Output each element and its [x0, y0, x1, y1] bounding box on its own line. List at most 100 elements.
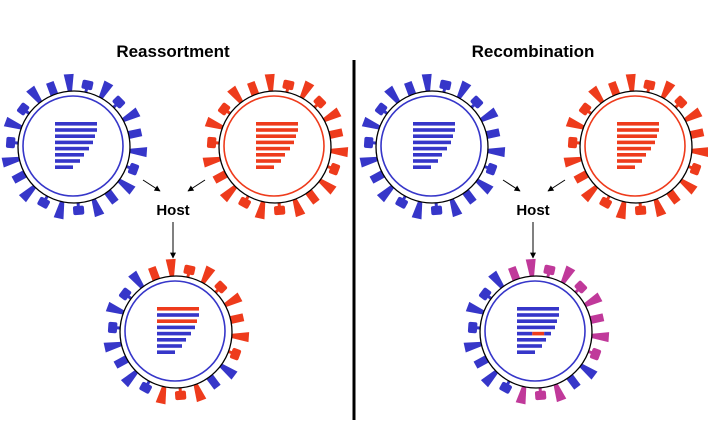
spike	[192, 380, 207, 403]
reassortment-parent-blue	[1, 73, 148, 220]
spike	[90, 195, 105, 218]
spike	[488, 270, 506, 292]
genome-segment	[617, 122, 659, 126]
genome-segment	[256, 134, 296, 138]
spike	[455, 80, 472, 103]
spike	[26, 85, 44, 107]
spike	[219, 182, 240, 203]
genome-segment	[55, 146, 89, 151]
genome-segment	[413, 122, 455, 126]
spike	[576, 361, 598, 380]
recombination-title: Recombination	[472, 42, 595, 61]
spike	[97, 80, 114, 103]
spike	[254, 197, 266, 220]
genome-segment	[55, 159, 80, 163]
genome-segment	[256, 146, 290, 151]
spike	[359, 156, 382, 168]
spike	[155, 382, 167, 405]
spike	[552, 380, 567, 403]
genome-segment	[413, 159, 438, 163]
genome-segment	[617, 134, 657, 138]
envelope-inner	[380, 95, 482, 197]
spike	[483, 147, 506, 158]
genome-segment	[517, 344, 542, 348]
spike	[652, 195, 667, 218]
spike	[326, 147, 349, 158]
genome-segment	[256, 128, 298, 132]
envelope-inner	[223, 95, 325, 197]
spike	[463, 341, 486, 353]
spike	[659, 80, 676, 103]
spike	[3, 116, 26, 131]
genome-segment	[617, 153, 646, 157]
genome-segment	[55, 122, 97, 126]
genome-segment	[157, 331, 191, 336]
virions	[1, 73, 708, 405]
recombination-parent-blue	[359, 73, 506, 220]
genome-segment	[55, 140, 93, 145]
recombination-arrows	[502, 179, 566, 259]
genome-segment	[55, 153, 84, 157]
genome-segment	[517, 338, 546, 342]
spike	[476, 107, 499, 124]
envelope-inner	[484, 280, 586, 382]
spike	[1, 156, 24, 168]
arrow-blue-to-host	[142, 179, 161, 192]
reassortment-progeny	[103, 258, 250, 405]
genome-segment	[617, 140, 655, 145]
genome-segment	[517, 319, 557, 323]
spike	[472, 176, 494, 195]
genome-segment	[256, 159, 281, 163]
spike	[676, 176, 698, 195]
spike	[361, 116, 384, 131]
spike	[216, 361, 238, 380]
spike	[264, 73, 275, 96]
genome-segment	[617, 146, 651, 151]
genome-segment	[413, 146, 447, 151]
spike	[687, 147, 708, 158]
genome-segment	[55, 165, 73, 169]
spike	[165, 258, 176, 281]
genome-segment	[157, 350, 175, 354]
spike	[128, 270, 146, 292]
spike	[588, 85, 606, 107]
arrow-red-to-host	[187, 179, 206, 192]
genome-segment	[517, 307, 559, 311]
genome-segment	[256, 153, 285, 157]
genome-segment	[256, 140, 294, 145]
arrow-red-to-host	[547, 179, 566, 192]
spike	[615, 197, 627, 220]
recombination-progeny	[463, 258, 610, 405]
reassortment-host-label: Host	[156, 202, 189, 219]
reassortment-title: Reassortment	[116, 42, 230, 61]
spike	[580, 292, 603, 309]
genome-segment	[617, 128, 659, 132]
genome-segment	[413, 140, 451, 145]
genome-segment	[157, 325, 195, 330]
spike	[202, 156, 225, 168]
spike	[315, 176, 337, 195]
spike	[120, 367, 141, 388]
genome-segment	[413, 153, 442, 157]
spike	[53, 197, 65, 220]
genome-segment	[256, 165, 274, 169]
genome-segment	[517, 313, 559, 317]
spike	[480, 367, 501, 388]
genome-segment-recombinant	[532, 331, 545, 336]
spike	[105, 301, 128, 316]
genome-segment	[544, 331, 551, 336]
envelope-inner	[22, 95, 124, 197]
spike	[411, 197, 423, 220]
spike	[220, 292, 243, 309]
spike	[563, 156, 586, 168]
spike	[376, 182, 397, 203]
spike	[448, 195, 463, 218]
spike	[118, 107, 141, 124]
spike	[421, 73, 432, 96]
genome-segment	[517, 325, 555, 330]
genome-segment	[617, 159, 642, 163]
spike	[587, 332, 610, 343]
recombination-host-label: Host	[516, 202, 549, 219]
genome-segment	[157, 313, 199, 317]
